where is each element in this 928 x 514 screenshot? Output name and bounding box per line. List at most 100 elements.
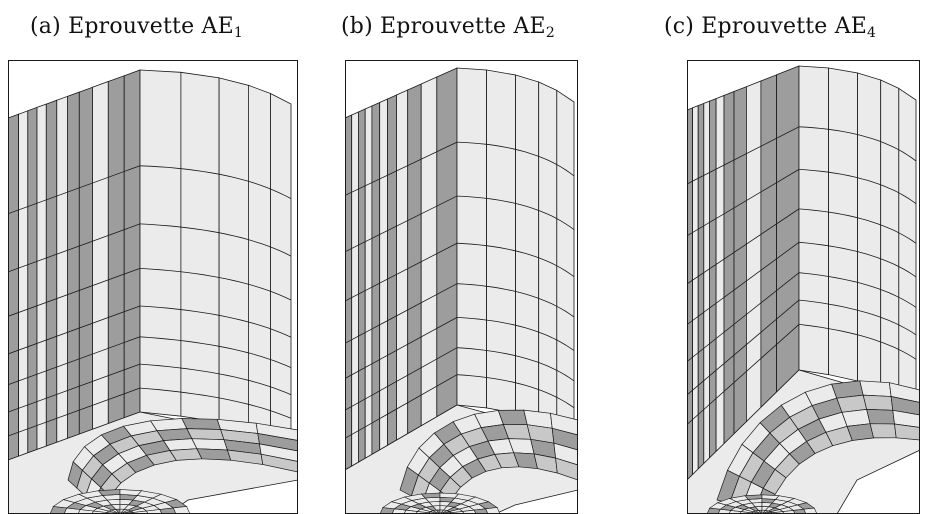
left-face-row-line xyxy=(687,126,800,185)
notch-mesh-cell xyxy=(869,423,897,439)
left-face-strip xyxy=(357,108,366,463)
left-face-strip xyxy=(760,74,777,409)
cylinder-face-strip xyxy=(218,77,249,429)
notch-mesh-cell xyxy=(191,438,228,451)
floor-fan-cell xyxy=(485,507,501,514)
left-face-row-line xyxy=(8,336,141,386)
left-face-row-line xyxy=(687,272,800,362)
left-face-row-line xyxy=(8,267,141,317)
mesh-panel-c xyxy=(687,60,920,514)
caption-a-subscript: 1 xyxy=(233,25,243,41)
caption-b: (b) Eprouvette AE2 xyxy=(341,14,555,41)
left-face-strip xyxy=(8,113,20,461)
notch-mesh-cell xyxy=(866,409,895,425)
left-face-strip xyxy=(396,89,409,441)
left-face-strip xyxy=(371,101,381,456)
notch-mesh-cell xyxy=(862,394,894,411)
floor-fan-cell xyxy=(792,508,807,514)
left-face-row-line xyxy=(687,208,800,285)
cylinder-row-line xyxy=(139,387,292,419)
cylinder-row-line xyxy=(456,283,575,318)
cylinder-row-line xyxy=(798,241,917,278)
left-face-strip xyxy=(407,83,422,435)
left-face-strip xyxy=(776,65,800,393)
caption-a-text: (a) Eprouvette AE xyxy=(30,14,234,39)
cylinder-row-line xyxy=(456,195,575,231)
notch-mesh-cell xyxy=(551,427,578,451)
left-face-row-line xyxy=(8,305,141,355)
left-face-strip xyxy=(364,105,373,459)
cylinder-row-line xyxy=(139,363,292,396)
left-face-row-line xyxy=(345,141,458,196)
left-face-strip xyxy=(36,103,47,450)
caption-c: (c) Eprouvette AE4 xyxy=(664,14,876,41)
cylinder-row-line xyxy=(798,299,917,336)
notch-mesh-cell xyxy=(553,442,578,466)
cylinder-row-line xyxy=(139,165,292,199)
cylinder-row-line xyxy=(456,141,575,177)
left-face-strip xyxy=(746,80,762,423)
notch-mesh-cell xyxy=(257,433,298,452)
cylinder-row-line xyxy=(456,374,575,409)
cylinder-row-line xyxy=(798,272,917,308)
notch-mesh-cell xyxy=(196,448,232,461)
cylinder-row-line xyxy=(798,208,917,244)
left-face-strip xyxy=(92,80,109,430)
left-face-strip xyxy=(56,95,68,443)
cylinder-row-line xyxy=(798,126,917,162)
left-face-strip xyxy=(18,110,29,457)
notch-mesh-cell xyxy=(892,409,920,428)
left-face-strip xyxy=(715,94,725,453)
left-face-row-line xyxy=(8,387,141,437)
mesh-panel-b xyxy=(345,60,578,514)
cylinder-face-strip xyxy=(538,81,558,429)
left-face-row-line xyxy=(687,169,800,237)
mesh-panel-a xyxy=(8,60,298,514)
notch-mesh-cell xyxy=(181,418,222,430)
cylinder-face-strip xyxy=(556,89,575,439)
left-face-strip xyxy=(351,111,359,467)
notch-mesh-cell xyxy=(260,453,298,473)
mesh-svg-c xyxy=(687,60,920,514)
cylinder-row-line xyxy=(139,336,292,368)
floor-fan-cell xyxy=(744,494,763,500)
left-face-strip xyxy=(379,98,388,451)
notch-mesh-cell xyxy=(186,428,225,441)
left-face-strip xyxy=(436,67,458,418)
cylinder-row-line xyxy=(798,324,917,360)
floor-fan-cell xyxy=(159,507,177,514)
notch-mesh-cell xyxy=(846,423,875,441)
floor-fan-cell xyxy=(172,506,191,514)
caption-c-subscript: 4 xyxy=(867,25,877,41)
cylinder-face-strip xyxy=(515,74,540,421)
left-face-row-line xyxy=(8,223,141,273)
caption-c-text: (c) Eprouvette AE xyxy=(664,14,868,39)
cylinder-row-line xyxy=(456,347,575,382)
cylinder-row-line xyxy=(456,317,575,351)
cylinder-face-strip xyxy=(798,65,830,376)
left-face-strip xyxy=(27,106,38,454)
left-face-row-line xyxy=(687,324,800,425)
left-face-row-line xyxy=(345,242,458,302)
cylinder-face-strip xyxy=(486,69,517,414)
left-face-strip xyxy=(45,99,58,447)
notch-mesh-cell xyxy=(894,423,920,441)
cylinder-face-strip xyxy=(270,92,292,443)
left-face-strip xyxy=(723,90,735,445)
cylinder-row-line xyxy=(139,305,292,338)
left-face-strip xyxy=(123,69,141,419)
left-face-row-line xyxy=(345,283,458,344)
cylinder-face-strip xyxy=(180,71,220,423)
left-face-strip xyxy=(345,114,353,471)
floor-fan-cell xyxy=(420,492,441,499)
cylinder-row-line xyxy=(798,169,917,205)
mesh-svg-b xyxy=(345,60,578,514)
left-face-strip xyxy=(387,94,397,446)
notch-mesh-cell xyxy=(259,443,298,462)
caption-b-subscript: 2 xyxy=(545,25,555,41)
caption-b-text: (b) Eprouvette AE xyxy=(341,14,546,39)
left-face-strip xyxy=(420,76,438,427)
left-face-row-line xyxy=(345,195,458,253)
notch-mesh-cell xyxy=(255,422,298,441)
cylinder-face-strip xyxy=(247,84,271,436)
